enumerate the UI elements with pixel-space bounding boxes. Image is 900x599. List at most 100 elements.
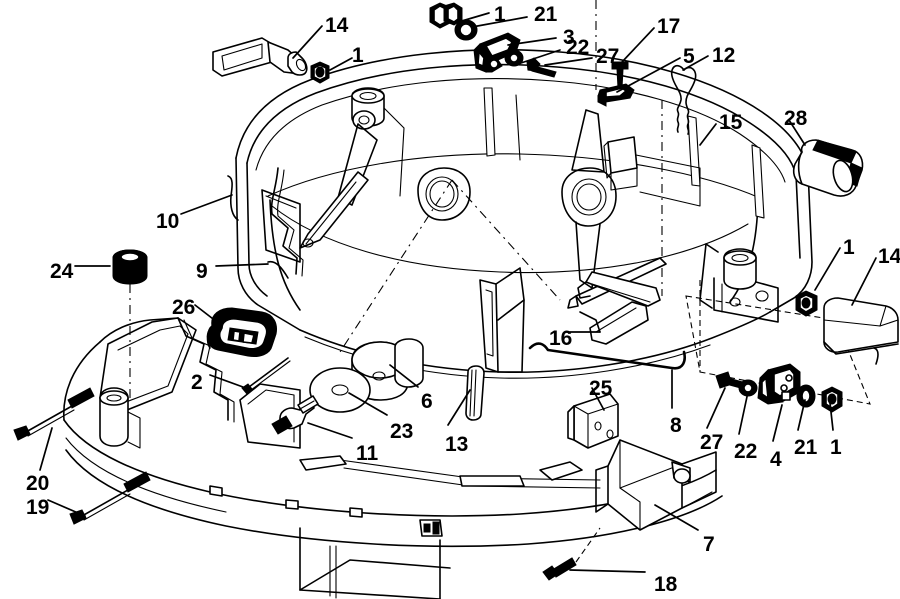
leader-line-7 (654, 504, 699, 531)
callout-washer-large-23: 23 (390, 420, 414, 443)
callout-rod-linkage-lower-8: 8 (670, 414, 682, 437)
callout-handle-latch-lever-14: 14 (878, 245, 900, 268)
leader-line-1 (829, 402, 834, 431)
leader-line-23 (348, 392, 388, 416)
part-7-lower-cowl-panel (595, 439, 717, 531)
part-28-grommet-sleeve (792, 139, 864, 197)
leader-line-25 (591, 387, 605, 411)
callout-rubber-mount-bushing-24: 24 (50, 260, 74, 283)
part-1-nut-topcenter (429, 2, 463, 29)
callout-wedge-block-25: 25 (589, 377, 613, 400)
part-3-latch-bracket (473, 32, 521, 73)
part-16-rod-linkage (579, 301, 649, 345)
callout-flat-washer-21: 21 (534, 3, 558, 26)
leader-line-21 (471, 16, 528, 28)
leader-line-12 (682, 55, 709, 71)
leader-line-6 (389, 364, 419, 388)
leader-line-28 (788, 119, 806, 146)
leader-line-19 (47, 499, 86, 517)
callout-washer-22: 22 (566, 36, 590, 59)
leader-line-27 (706, 387, 726, 429)
part-12-spring-clip (670, 64, 697, 135)
leader-line-15 (699, 123, 717, 146)
part-1-nut-bottomright (821, 386, 843, 413)
bracket-right (873, 347, 879, 365)
leader-line-9 (215, 263, 269, 267)
inner-fin-2 (495, 267, 525, 321)
part-25-wedge-block (567, 393, 619, 449)
leader-line-26 (194, 304, 218, 323)
leader-line-14 (292, 25, 323, 59)
part-27-screw-top (526, 57, 557, 78)
callout-bolt-long-2-19: 19 (26, 496, 50, 519)
part-22-washer-top (504, 49, 524, 67)
leader-line-2 (209, 374, 244, 388)
leader-line-21 (797, 399, 806, 431)
leader-line-1 (454, 12, 490, 24)
part-21-washer-bottom (796, 384, 816, 408)
callout-seal-strip-9: 9 (196, 260, 208, 283)
callout-bolt-long-20: 20 (26, 472, 50, 495)
part-13-seal-insert (465, 365, 485, 421)
part-14-handle-right (823, 297, 899, 355)
leader-line-18 (569, 569, 646, 573)
callout-latch-bracket-lower-4: 4 (770, 448, 782, 471)
part-8-rod-linkage-lower (528, 342, 686, 370)
callout-flat-washer-21: 21 (794, 436, 818, 459)
callout-lower-cowl-panel-7: 7 (703, 533, 715, 556)
bracket-9 (267, 260, 289, 279)
callout-seal-insert-13: 13 (445, 433, 469, 456)
callout-screw-27: 27 (700, 431, 724, 454)
callout-bracket-left-10: 10 (156, 210, 180, 233)
part-24-rubber-mount (112, 249, 148, 400)
leader-line-27 (544, 57, 593, 66)
part-21-washer-top (454, 19, 478, 41)
callout-latch-bracket-3: 3 (563, 26, 575, 49)
leader-line-1 (329, 57, 353, 71)
part-1-nut-topleft (310, 61, 330, 84)
leader-line-14 (851, 257, 877, 306)
callout-hex-nut-1: 1 (494, 3, 506, 26)
leader-line-10 (180, 194, 233, 215)
upper-cowl-shell (235, 0, 871, 405)
leader-line-13 (447, 389, 471, 426)
part-19-long-bolt-2 (69, 471, 151, 525)
inner-fin (479, 279, 499, 373)
callout-screw-27: 27 (596, 45, 620, 68)
callout-screw-bottom-18: 18 (654, 573, 678, 596)
leader-line-20 (39, 427, 53, 471)
callout-grommet-cover-plate-26: 26 (172, 296, 196, 319)
callout-clamp-retainer-5: 5 (683, 45, 695, 68)
callout-washer-22: 22 (734, 440, 758, 463)
leader-line-17 (621, 27, 655, 63)
bracket-10 (227, 175, 239, 221)
callout-spring-clip-12: 12 (712, 44, 736, 67)
callout-leader-lines (39, 12, 877, 573)
callout-rubber-grommet-sleeve-28: 28 (784, 107, 808, 130)
leader-line-4 (772, 404, 783, 442)
leader-line-1 (814, 247, 841, 291)
callout-rod-linkage-16: 16 (549, 327, 573, 350)
part-26-grommet-cover (206, 307, 277, 357)
part-17-screw (611, 61, 629, 89)
callout-hex-nut-1: 1 (830, 436, 842, 459)
callout-screw-upper-17: 17 (657, 15, 681, 38)
leader-line-22 (738, 391, 749, 435)
part-22-washer-bottom (738, 379, 758, 397)
rod-upper-long (567, 257, 667, 309)
callout-drain-fitting-11: 11 (356, 442, 379, 465)
part-11-drain-fitting (271, 395, 319, 435)
callout-handle-latch-lever-14: 14 (325, 14, 349, 37)
part-23-washer-large (309, 367, 371, 413)
part-1-nut-right (795, 290, 818, 317)
leader-line-11 (307, 422, 353, 439)
part-20-long-bolt (13, 387, 95, 441)
callout-hex-nut-1: 1 (843, 236, 855, 259)
part-18-bottom-screw (542, 527, 601, 581)
callout-rubber-mount-6: 6 (421, 390, 433, 413)
callout-hex-nut-1: 1 (352, 44, 364, 67)
leader-line-22 (514, 49, 561, 66)
callout-screw-small-2: 2 (191, 371, 203, 394)
